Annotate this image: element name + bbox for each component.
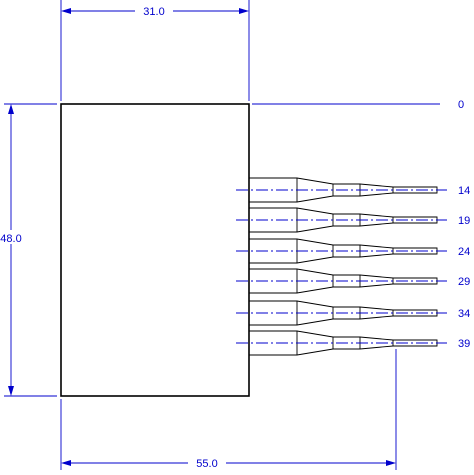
left-height-dimension: 48.0: [0, 233, 21, 245]
bottom-width-dimension: 55.0: [196, 458, 217, 470]
ordinate-label-3: 24: [458, 246, 470, 258]
arrowheads: [8, 8, 396, 466]
ordinate-label-2: 19: [458, 215, 470, 227]
ordinate-label-5: 34: [458, 308, 470, 320]
top-width-dimension: 31.0: [143, 6, 164, 18]
ordinate-label-1: 14: [458, 185, 470, 197]
ordinate-label-6: 39: [458, 338, 470, 350]
ordinate-centerlines: [236, 189, 447, 344]
ordinate-label-4: 29: [458, 276, 470, 288]
ordinate-label-zero: 0: [458, 99, 464, 111]
dimensions: [4, 0, 447, 470]
leads: [249, 177, 438, 356]
component-body: [60, 103, 250, 397]
